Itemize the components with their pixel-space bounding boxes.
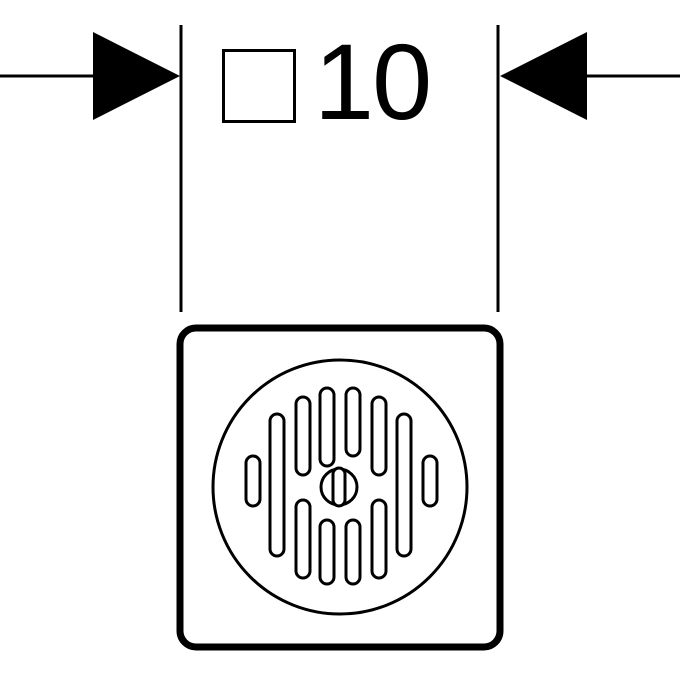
slot — [370, 395, 388, 477]
dimension-label: 10 — [222, 21, 432, 142]
slot — [318, 386, 336, 468]
square-symbol-icon — [222, 49, 296, 123]
slot — [395, 412, 413, 558]
slot — [294, 498, 312, 580]
right-arrowhead — [500, 32, 587, 120]
slot — [344, 518, 362, 586]
slot — [318, 518, 336, 586]
left-arrowhead — [93, 32, 180, 120]
screw-slot — [331, 466, 347, 508]
slot — [244, 454, 262, 508]
dimension-value: 10 — [314, 21, 432, 142]
slot — [268, 412, 286, 558]
slot — [294, 395, 312, 477]
slot — [370, 498, 388, 580]
grate-slots — [244, 386, 439, 586]
slot — [421, 454, 439, 508]
slot — [344, 386, 362, 458]
